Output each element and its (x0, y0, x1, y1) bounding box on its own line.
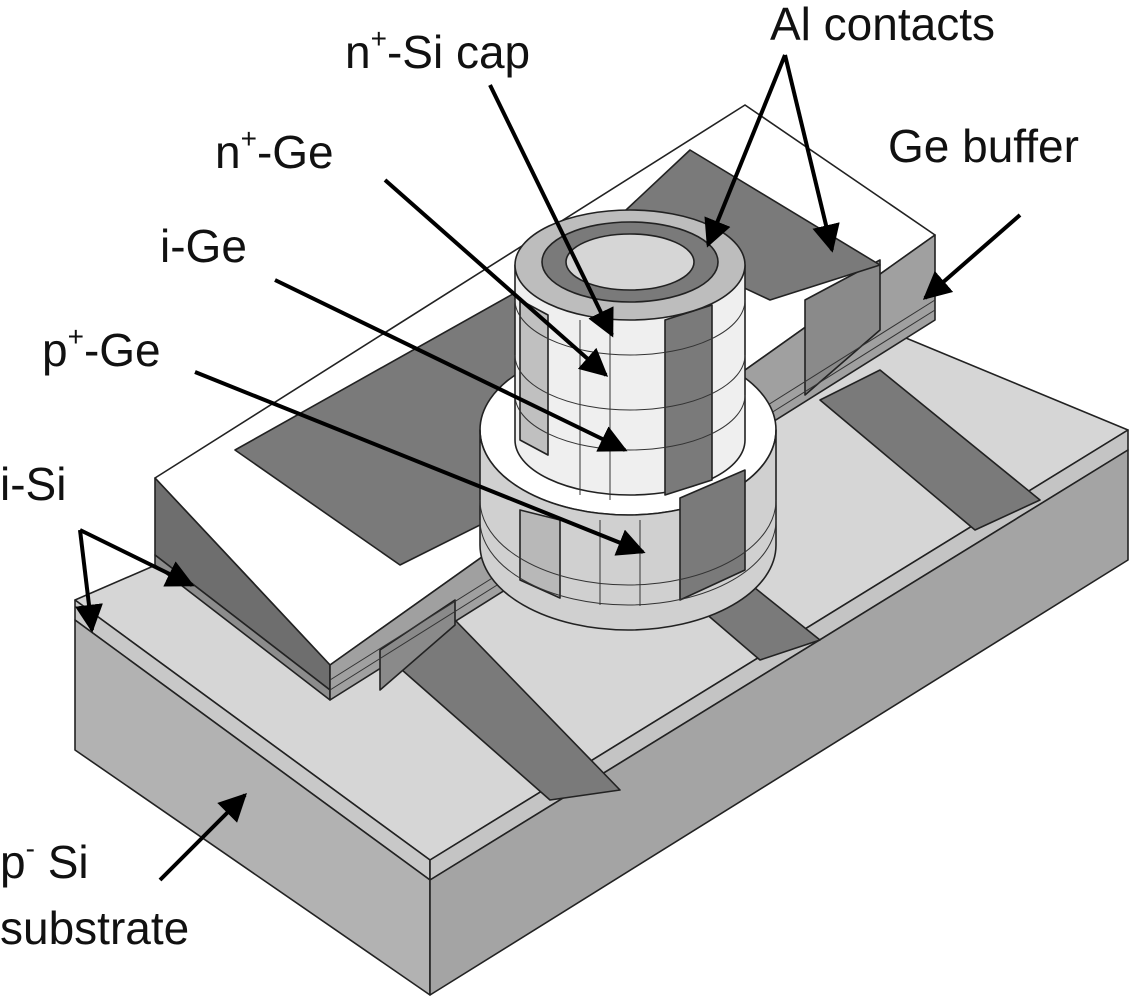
label-n-si-cap: n+-Si cap (345, 23, 530, 78)
label-p-ge: p+-Ge (42, 321, 161, 376)
arrow-i-si-2 (75, 529, 103, 633)
label-p-si-substrate: p- Si (0, 833, 89, 888)
arrow-al-contacts-2 (783, 54, 840, 253)
arrow-p-si-substrate (158, 793, 247, 882)
arrow-p-ge (194, 370, 646, 556)
arrow-al-contacts-1 (704, 54, 787, 248)
arrow-n-si-cap (488, 84, 614, 338)
label-i-si: i-Si (0, 458, 66, 510)
arrow-i-si-1 (79, 528, 195, 587)
labels: n+-Si cap Al contacts n+-Ge Ge buffer i-… (0, 0, 1079, 954)
upper-pillar (514, 209, 746, 500)
arrow-i-ge (274, 278, 628, 452)
label-n-ge: n+-Ge (215, 123, 334, 178)
arrow-ge-buffer (922, 213, 1022, 300)
arrows (75, 54, 1022, 882)
label-p-si-substrate-line2: substrate (0, 902, 189, 954)
label-al-contacts: Al contacts (770, 0, 995, 50)
label-ge-buffer: Ge buffer (888, 120, 1079, 172)
arrow-n-ge (383, 178, 609, 377)
label-i-ge: i-Ge (160, 220, 247, 272)
